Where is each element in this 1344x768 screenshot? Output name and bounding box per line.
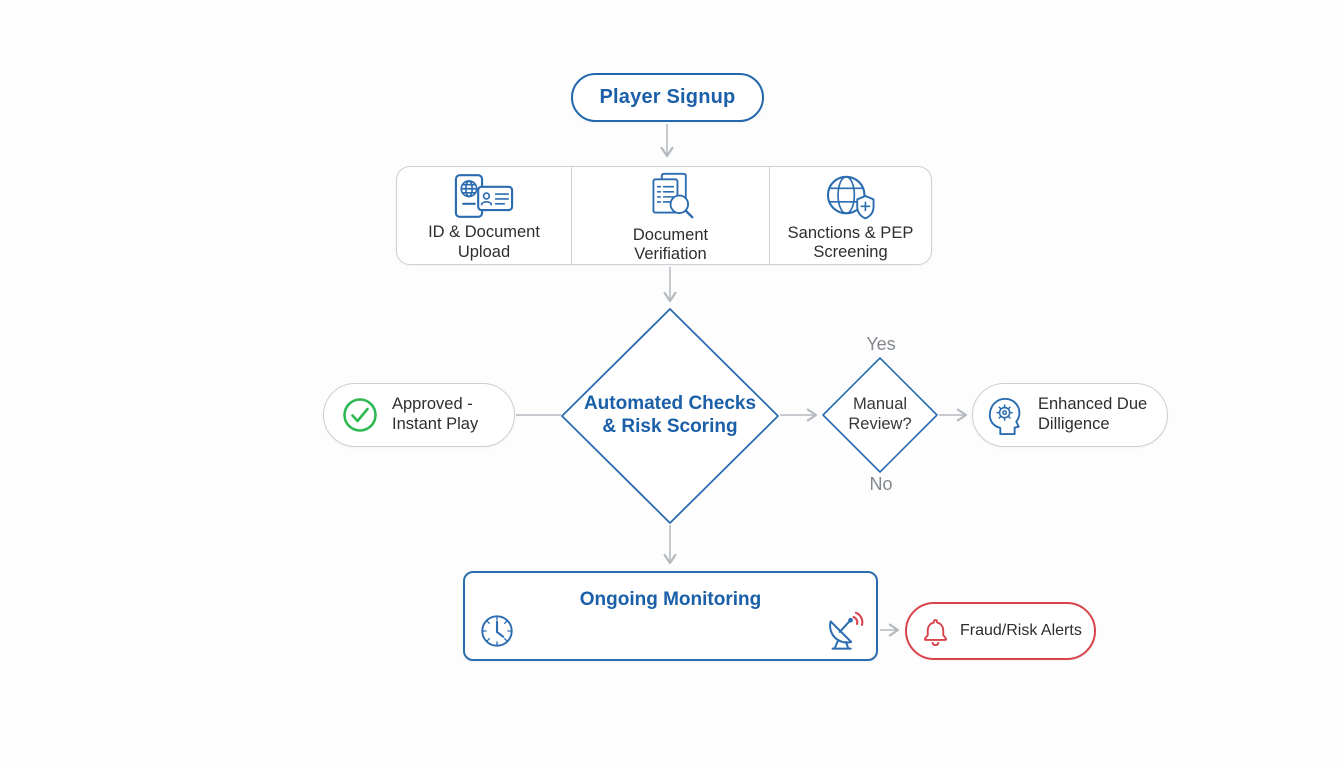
globe-shield-icon [826, 175, 875, 220]
diamond-shape [822, 357, 938, 473]
ongoing-monitoring-label: Ongoing Monitoring [579, 589, 762, 610]
manual-review-label: Manual Review? [848, 395, 912, 433]
clock-icon [481, 615, 513, 647]
automated-checks-label: Automated Checks & Risk Scoring [583, 393, 757, 437]
edge-label-yes: Yes [866, 334, 896, 354]
edd-label: Enhanced Due Dilligence [1038, 395, 1148, 433]
node-manual-review: Manual Review? [821, 356, 939, 474]
check-circle-icon [343, 398, 377, 432]
satellite-dish-icon [829, 611, 864, 650]
node-fraud-risk-alerts: Fraud/Risk Alerts [905, 602, 1096, 660]
passport-id-card-icon [454, 174, 514, 219]
node-ongoing-monitoring: Ongoing Monitoring [463, 571, 878, 661]
node-enhanced-due-diligence: Enhanced Due Dilligence [972, 383, 1168, 447]
node-approved-instant-play: Approved - Instant Play [323, 383, 515, 447]
node-kyc-steps: ID & Document Upload [396, 166, 932, 265]
kyc-step-doc-verification: Document Verifiation [571, 167, 769, 264]
document-search-icon [652, 172, 693, 219]
kyc-step-sanctions-screening: Sanctions & PEP Screening [769, 167, 931, 264]
edge-label-no: No [869, 474, 893, 494]
kyc-step-label: ID & Document Upload [428, 223, 540, 261]
node-automated-checks: Automated Checks & Risk Scoring [560, 307, 780, 525]
diamond-shape [561, 308, 779, 524]
head-gear-icon [988, 397, 1021, 436]
player-signup-label: Player Signup [599, 86, 736, 108]
kyc-step-label: Document Verifiation [632, 225, 709, 263]
kyc-step-label: Sanctions & PEP Screening [787, 223, 914, 261]
fraud-alerts-label: Fraud/Risk Alerts [960, 622, 1082, 639]
kyc-step-id-upload: ID & Document Upload [397, 167, 571, 264]
approved-label: Approved - Instant Play [392, 395, 479, 433]
bell-icon [923, 618, 948, 646]
node-player-signup: Player Signup [571, 73, 764, 122]
